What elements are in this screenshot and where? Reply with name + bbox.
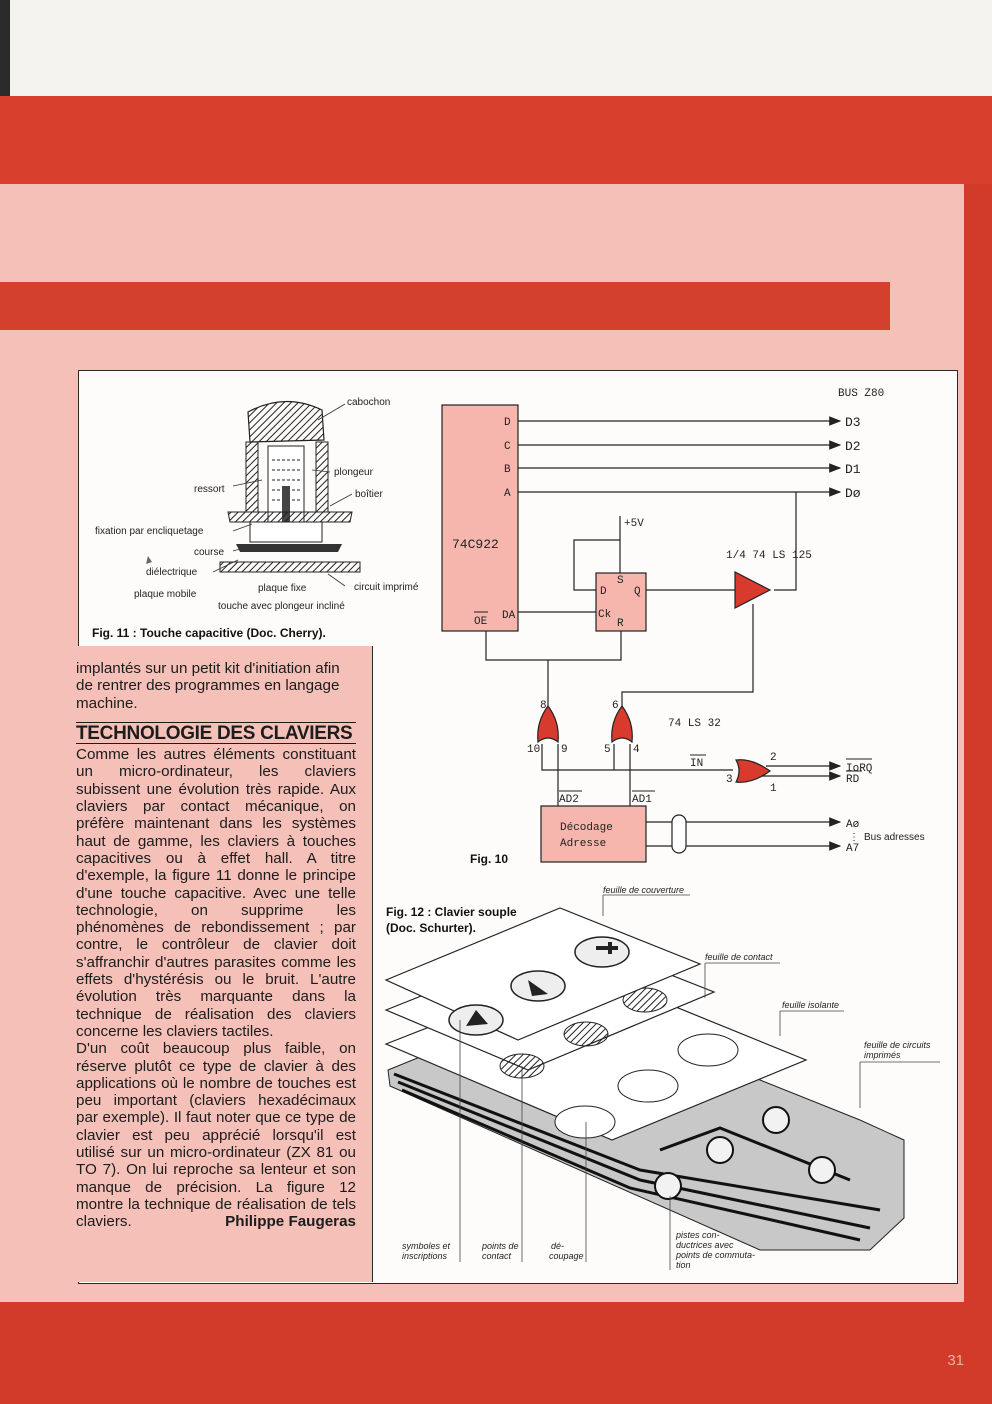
article-paragraph-2: D'un coût beaucoup plus faible, on réser… (76, 1040, 356, 1230)
rd-label: RD (846, 774, 860, 786)
page-number: 31 (947, 1352, 964, 1369)
ff-pin-ck: Ck (598, 609, 612, 621)
fig12-drawing: Fig. 12 : Clavier souple (Doc. Schurter)… (384, 885, 940, 1270)
article-column-background (78, 646, 373, 1282)
in-label: IN (690, 758, 703, 770)
bus-title: BUS Z80 (838, 388, 884, 400)
pin-8: 8 (540, 700, 547, 712)
fig11-label-plaque-mobile: plaque mobile (134, 589, 197, 600)
or-gate-3 (735, 759, 772, 783)
decode-box (540, 805, 647, 863)
article-paragraph-2-text: D'un coût beaucoup plus faible, on réser… (76, 1040, 356, 1231)
pin-3: 3 (726, 774, 733, 786)
fig11-label-plongeur: plongeur (334, 467, 374, 478)
pin-1: 1 (770, 783, 777, 795)
fig11-label-ressort: ressort (194, 484, 225, 495)
fig12-label-pistes-2: ductrices avec (676, 1240, 734, 1250)
fig11-label-boitier: boîtier (355, 489, 383, 500)
pin-6: 6 (612, 700, 619, 712)
addr-bus: Bus adresses (864, 832, 925, 843)
fig12-label-points-2: contact (482, 1251, 512, 1261)
pin-4: 4 (633, 744, 640, 756)
article-paragraph-1: Comme les autres éléments constituant un… (76, 746, 356, 1040)
bus-d2: D2 (845, 439, 861, 454)
fig11-label-course: course (194, 547, 224, 558)
chip-pin-d: D (504, 417, 511, 429)
chip-pin-oe: OE (474, 616, 488, 628)
section-heading: TECHNOLOGIE DES CLAVIERS (76, 721, 356, 745)
or-chip-label: 74 LS 32 (668, 718, 721, 730)
fig12-label-symboles-1: symboles et (402, 1241, 451, 1251)
fig12-label-decoupage-2: coupage (549, 1251, 584, 1261)
fig12-label-pistes-1: pistes con- (675, 1230, 720, 1240)
pin-5: 5 (604, 744, 611, 756)
pin-9: 9 (561, 744, 568, 756)
flipflop (595, 572, 647, 632)
ff-pin-q: Q (634, 586, 641, 598)
fig11-leaders (212, 403, 353, 587)
fig12-label-circuits-1: feuille de circuits (864, 1040, 931, 1050)
red-title-bar (0, 282, 890, 330)
fig10-caption: Fig. 10 (470, 852, 508, 866)
chip-74c922 (441, 404, 519, 632)
binding-edge (0, 0, 10, 96)
fig12-label-symboles-2: inscriptions (402, 1251, 448, 1261)
fig12-label-points-1: points de (481, 1241, 519, 1251)
fig11-label-touche: touche avec plongeur incliné (218, 601, 345, 612)
addr-a0: Aø (846, 819, 859, 831)
ff-pin-r: R (617, 618, 624, 630)
supply-5v: +5V (624, 518, 644, 530)
decode-line-1: Décodage (560, 822, 613, 834)
addr-dots: ⋮ (849, 832, 859, 843)
or-gate-1 (537, 704, 559, 744)
red-footer-band (0, 1302, 992, 1404)
fig12-label-pistes-4: tion (676, 1260, 691, 1270)
chip-pin-a: A (504, 488, 511, 500)
red-header-band (0, 96, 992, 184)
fig11-labels: cabochon plongeur ressort boîtier fixati… (92, 397, 419, 640)
fig12-label-pistes-3: points de commuta- (675, 1250, 755, 1260)
article-author: Philippe Faugeras (225, 1213, 356, 1231)
chip-name: 74C922 (452, 537, 499, 552)
fig11-caption: Fig. 11 : Touche capacitive (Doc. Cherry… (92, 626, 326, 640)
ff-pin-s: S (617, 575, 624, 587)
fig11-label-dielectrique: diélectrique (146, 567, 198, 578)
chip-pin-da: DA (502, 610, 516, 622)
fig12-label-contact: feuille de contact (705, 952, 773, 962)
bus-d0: Dø (845, 486, 861, 501)
article-column: implantés sur un petit kit d'initiation … (76, 660, 356, 1231)
fig10-circuit: BUS Z80 74C922 D C B A DA OE D3 D2 D1 Dø… (441, 388, 925, 866)
pin-2: 2 (770, 752, 777, 764)
decode-line-2: Adresse (560, 838, 606, 850)
fig11-drawing (146, 400, 361, 573)
or-gate-2 (611, 704, 633, 744)
bus-d3: D3 (845, 415, 861, 430)
chip-pin-c: C (504, 441, 511, 453)
fig11-label-plaque-fixe: plaque fixe (258, 583, 307, 594)
ad1-label: AD1 (632, 794, 652, 806)
article-intro: implantés sur un petit kit d'initiation … (76, 660, 340, 712)
addr-a7: A7 (846, 843, 859, 855)
bus-d1: D1 (845, 462, 861, 477)
ioreq-label: IoRQ (846, 763, 873, 775)
fig12-label-circuits-2: imprimés (864, 1050, 901, 1060)
chip-pin-b: B (504, 464, 511, 476)
fig12-label-couverture: feuille de couverture (603, 885, 684, 895)
fig11-label-fixation: fixation par encliquetage (95, 526, 204, 537)
page-top-margin (0, 0, 992, 96)
fig12-caption-2: (Doc. Schurter). (386, 921, 476, 935)
fig12-label-decoupage-1: dé- (551, 1241, 564, 1251)
ad2-label: AD2 (559, 794, 579, 806)
ff-pin-d: D (600, 586, 607, 598)
buffer-label: 1/4 74 LS 125 (726, 550, 812, 562)
fig11-label-cabochon: cabochon (347, 397, 390, 408)
fig11-label-circuit-imprime: circuit imprimé (354, 582, 419, 593)
buffer-triangle (734, 571, 772, 609)
fig12-caption-1: Fig. 12 : Clavier souple (386, 905, 517, 919)
fig12-label-isolante: feuille isolante (782, 1000, 839, 1010)
pin-10: 10 (527, 744, 540, 756)
